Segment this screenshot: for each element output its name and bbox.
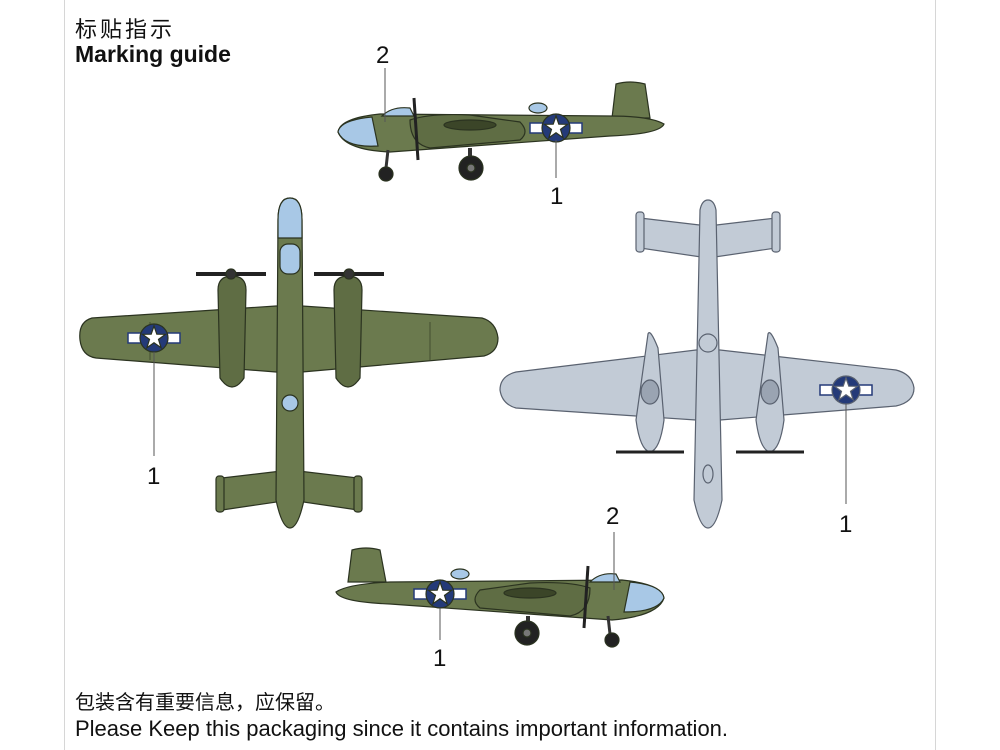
callout-label: 1 [147, 463, 160, 490]
callout-label: 1 [550, 183, 563, 210]
title-chinese: 标贴指示 [75, 18, 176, 43]
aircraft-side-view-top [337, 81, 665, 182]
page-edge-right [935, 0, 936, 750]
footer-notice-chinese: 包装含有重要信息，应保留。 [75, 690, 335, 714]
footer-notice-english: Please Keep this packaging since it cont… [75, 716, 729, 741]
callout-label: 1 [839, 511, 852, 538]
aircraft-bottom-view [499, 199, 915, 529]
callout-label: 1 [433, 645, 446, 672]
aircraft-top-view [79, 197, 499, 529]
page-edge-left [64, 0, 65, 750]
aircraft-side-view-bottom [335, 547, 665, 648]
callout-label: 2 [376, 42, 389, 69]
title-english: Marking guide [75, 41, 231, 67]
callout-label: 2 [606, 503, 619, 530]
